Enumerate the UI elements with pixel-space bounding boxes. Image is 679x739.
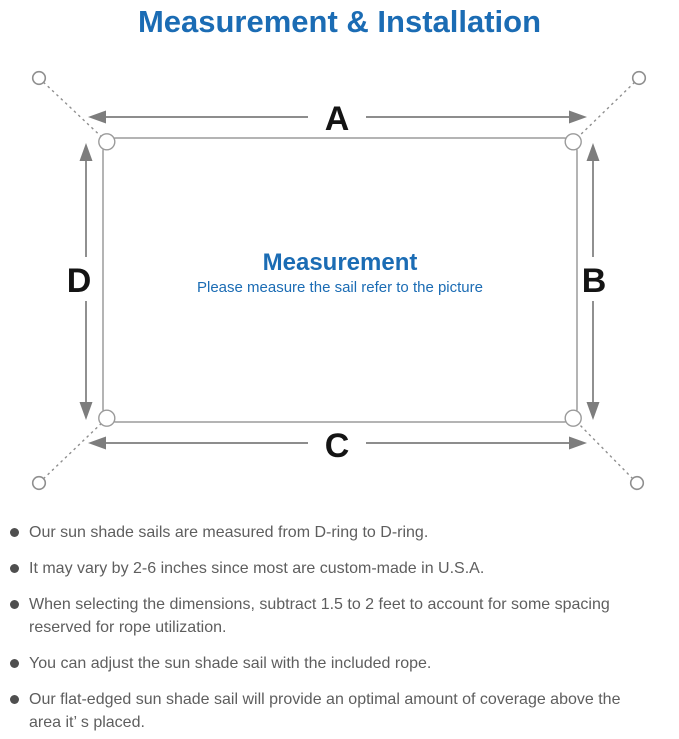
dashed-rope-top-right [572, 77, 640, 143]
note-text: It may vary by 2-6 inches since most are… [29, 560, 485, 577]
list-item: Our sun shade sails are measured from D-… [10, 521, 675, 544]
note-text: Our flat-edged sun shade sail will provi… [29, 691, 621, 731]
note-text: Our sun shade sails are measured from D-… [29, 524, 429, 541]
note-text: You can adjust the sun shade sail with t… [29, 655, 432, 672]
dimension-arrow-c: C [88, 427, 587, 465]
bullet-icon [10, 528, 19, 537]
anchor-circle-bottom-left [31, 475, 47, 491]
dashed-rope-bottom-left [38, 417, 108, 484]
bullet-icon [10, 564, 19, 573]
bullet-icon [10, 659, 19, 668]
anchor-circle-top-right [631, 70, 647, 86]
list-item: When selecting the dimensions, subtract … [10, 593, 675, 639]
label-b: B [582, 262, 607, 300]
dashed-rope-top-left [38, 77, 108, 143]
label-a: A [325, 100, 350, 138]
sail-rectangle [102, 137, 578, 423]
list-item: Our flat-edged sun shade sail will provi… [10, 688, 675, 734]
bullet-icon [10, 600, 19, 609]
note-text: When selecting the dimensions, subtract … [29, 596, 610, 636]
label-d: D [67, 262, 92, 300]
notes-list: Our sun shade sails are measured from D-… [10, 521, 675, 739]
dimension-arrow-d: D [67, 143, 93, 420]
page-title: Measurement & Installation [137, 4, 542, 39]
dashed-rope-bottom-right [572, 417, 638, 484]
d-ring-top-right [564, 133, 582, 151]
list-item: It may vary by 2-6 inches since most are… [10, 557, 675, 580]
d-ring-bottom-right [564, 409, 582, 427]
bullet-icon [10, 695, 19, 704]
list-item: You can adjust the sun shade sail with t… [10, 652, 675, 675]
measurement-diagram: A C D B Measurement Please meas [31, 70, 647, 491]
dimension-arrow-a: A [88, 100, 587, 138]
anchor-circle-bottom-right [629, 475, 645, 491]
anchor-circle-top-left [31, 70, 47, 86]
d-ring-bottom-left [98, 409, 116, 427]
dimension-arrow-b: B [582, 143, 607, 420]
diagram-center-subtitle: Please measure the sail refer to the pic… [197, 279, 483, 296]
diagram-center-title: Measurement [263, 249, 418, 276]
d-ring-top-left [98, 133, 116, 151]
label-c: C [325, 427, 350, 465]
